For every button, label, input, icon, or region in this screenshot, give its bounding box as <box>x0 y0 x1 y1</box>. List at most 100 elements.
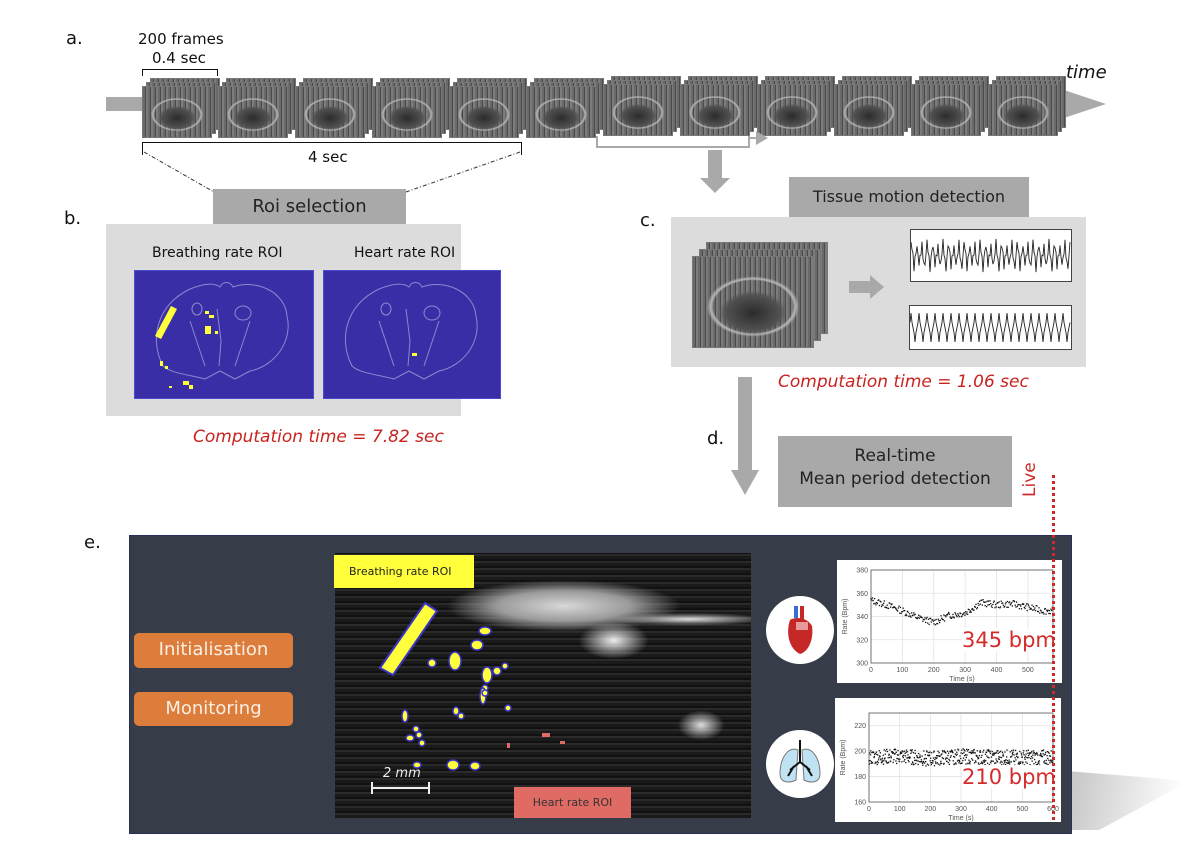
data-point <box>906 757 908 759</box>
data-point <box>1041 611 1043 614</box>
data-point <box>897 610 899 612</box>
data-point <box>1019 762 1022 764</box>
data-point <box>923 758 925 760</box>
motion-arrow-shaft <box>849 281 871 293</box>
data-point <box>878 757 880 759</box>
data-point <box>946 614 948 616</box>
data-point <box>973 609 975 611</box>
x-tick-label: 500 <box>1022 667 1034 674</box>
data-point <box>954 753 957 755</box>
data-point <box>1014 757 1016 759</box>
data-point <box>994 752 997 754</box>
data-point <box>938 755 941 757</box>
data-point <box>879 755 881 758</box>
data-point <box>946 614 948 616</box>
data-point <box>929 760 931 762</box>
data-point <box>877 762 879 764</box>
heart-roi-brain-outline <box>345 282 478 380</box>
data-point <box>1004 605 1006 608</box>
panel-c-label: c. <box>640 210 656 231</box>
monitoring-button[interactable]: Monitoring <box>134 692 293 726</box>
data-point <box>1012 600 1014 602</box>
data-point <box>898 605 900 607</box>
data-point <box>956 616 958 618</box>
data-point <box>1029 608 1031 610</box>
data-point <box>896 762 898 765</box>
data-point <box>927 618 930 620</box>
heart-rate-value: 345 bpm <box>962 628 1056 652</box>
data-point <box>1041 612 1044 614</box>
data-point <box>870 760 873 763</box>
initialisation-button[interactable]: Initialisation <box>134 633 293 668</box>
data-point <box>977 758 979 760</box>
data-point <box>1022 752 1024 754</box>
data-point <box>887 757 889 759</box>
data-point <box>955 613 957 615</box>
data-point <box>904 752 906 755</box>
data-point <box>908 761 910 763</box>
data-point <box>1013 600 1016 603</box>
data-point <box>1042 750 1044 752</box>
data-point <box>1044 751 1047 754</box>
heart-roi-title: Heart rate ROI <box>354 245 456 261</box>
data-point <box>1037 754 1039 756</box>
data-point <box>1048 755 1051 757</box>
data-point <box>930 763 932 766</box>
data-point <box>1051 760 1053 762</box>
data-point <box>915 759 918 762</box>
data-point <box>907 759 909 762</box>
data-point <box>989 751 991 753</box>
sliding-window-bracket <box>596 136 750 148</box>
data-point <box>1023 750 1025 752</box>
data-point <box>955 615 958 617</box>
data-point <box>906 751 908 753</box>
data-point <box>945 757 947 759</box>
data-point <box>1019 604 1021 606</box>
data-point <box>876 753 878 756</box>
data-point <box>968 608 970 611</box>
data-point <box>992 754 994 756</box>
data-point <box>1024 607 1026 610</box>
data-point <box>911 751 913 753</box>
y-tick-label: 160 <box>854 800 866 807</box>
data-point <box>1010 756 1012 758</box>
data-point <box>934 756 936 759</box>
data-point <box>920 761 922 763</box>
tissue-motion-banner: Tissue motion detection <box>789 177 1029 217</box>
data-point <box>1034 758 1036 761</box>
data-point <box>995 606 997 608</box>
data-point <box>896 754 899 756</box>
data-point <box>881 761 883 764</box>
data-point <box>962 759 964 762</box>
data-point <box>1042 749 1045 751</box>
data-point <box>923 762 926 764</box>
data-point <box>1022 761 1024 763</box>
data-point <box>1049 612 1051 615</box>
breathing-roi-blob <box>481 689 489 697</box>
data-point <box>1034 609 1037 612</box>
data-point <box>1013 600 1015 602</box>
data-point <box>1026 756 1028 759</box>
data-point <box>888 754 890 756</box>
data-point <box>868 760 870 762</box>
data-point <box>896 609 898 611</box>
data-point <box>923 750 925 752</box>
y-axis-label: Rate (Bpm) <box>840 740 847 776</box>
heart-roi-overlay <box>507 733 565 748</box>
lungs-icon <box>766 730 834 798</box>
data-point <box>1048 752 1050 754</box>
y-axis-label: Rate (Bpm) <box>842 599 849 635</box>
data-point <box>932 762 934 764</box>
data-point <box>937 755 939 757</box>
data-point <box>870 598 872 600</box>
data-point <box>892 607 894 609</box>
data-point <box>919 756 922 758</box>
data-point <box>938 752 940 754</box>
data-point <box>991 760 993 762</box>
data-point <box>1012 751 1014 753</box>
y-tick-label: 220 <box>854 723 866 730</box>
roi-computation-time: Computation time = 7.82 sec <box>193 427 444 447</box>
data-point <box>910 763 913 765</box>
data-point <box>1035 605 1037 607</box>
